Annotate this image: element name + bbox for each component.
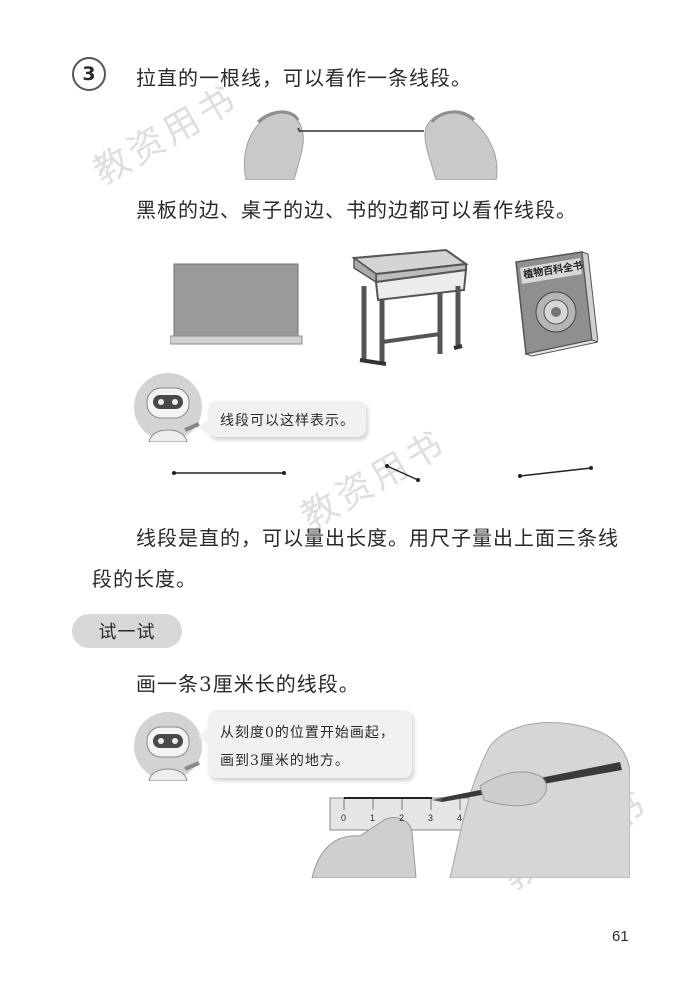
ruler-tick-label: 0 [341, 813, 347, 823]
robot-tip-text-line-1: 从刻度0的位置开始画起， [220, 725, 395, 741]
robot-tip-bubble: 线段可以这样表示。 [198, 401, 366, 437]
try-it-label: 试一试 [72, 614, 182, 648]
robot-tip-bubble: 从刻度0的位置开始画起， 画到3厘米的地方。 [198, 710, 412, 778]
intro-text: 拉直的一根线，可以看作一条线段。 [136, 66, 472, 90]
robot-tip-text: 线段可以这样表示。 [220, 413, 355, 429]
ruler-tick-label: 2 [399, 813, 405, 823]
hands-holding-string-illustration [243, 110, 498, 180]
ruler-tick-label: 1 [370, 813, 376, 823]
ruler-tick-label: 4 [457, 813, 463, 823]
robot-tip-text-line-2: 画到3厘米的地方。 [220, 753, 350, 769]
book-illustration: 植物百科全书 [515, 251, 598, 357]
ruler-tick-label: 3 [428, 813, 434, 823]
examples-text: 黑板的边、桌子的边、书的边都可以看作线段。 [136, 198, 577, 222]
desk-illustration [351, 248, 469, 366]
blackboard-illustration [170, 263, 303, 345]
robot-avatar [134, 712, 202, 781]
task-text: 画一条3厘米长的线段。 [136, 672, 360, 696]
measure-text-line-1: 线段是直的，可以量出长度。用尺子量出上面三条线 [136, 526, 619, 550]
page-number: 61 [612, 928, 629, 945]
ruler-drawing-illustration [311, 722, 630, 878]
line-segments-examples [172, 464, 593, 482]
measure-text-line-2: 段的长度。 [92, 567, 197, 591]
section-number: 3 [72, 57, 106, 91]
robot-avatar [134, 373, 202, 442]
